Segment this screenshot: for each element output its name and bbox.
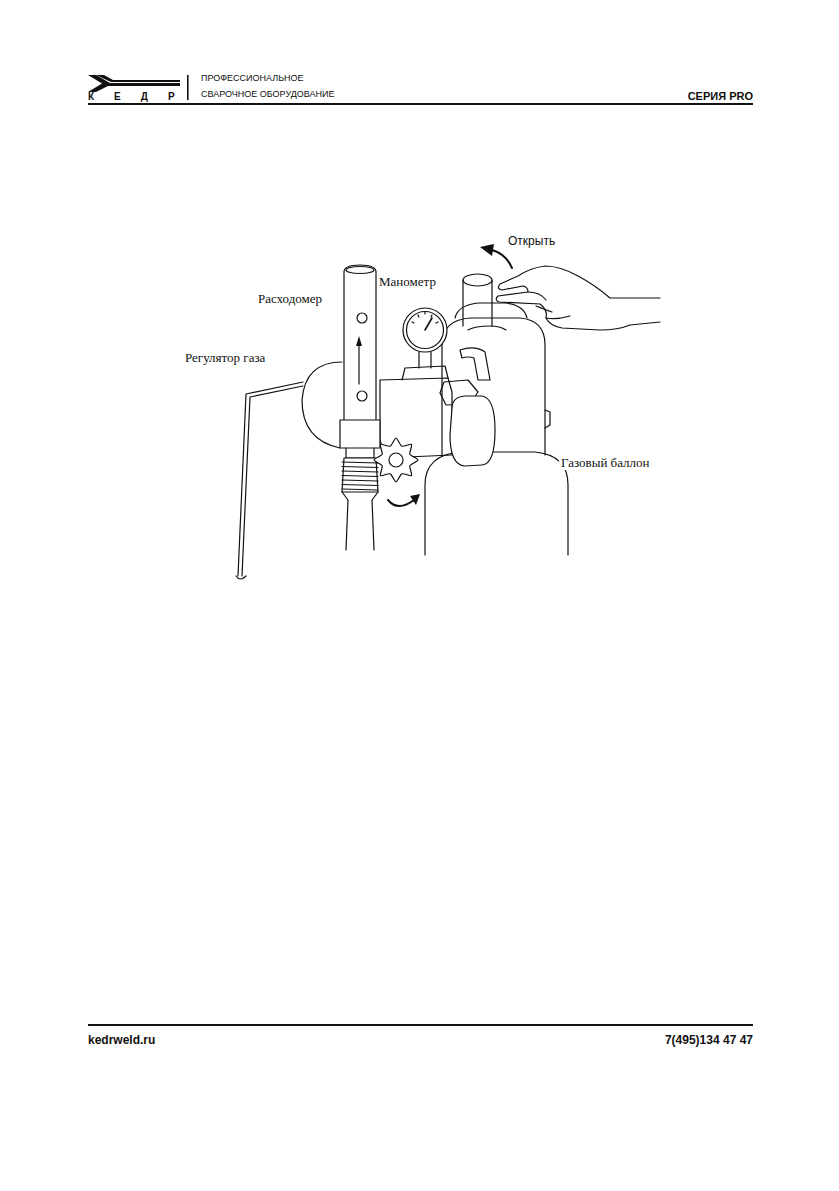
part-label: Манометр	[377, 275, 438, 289]
hand-detail	[528, 292, 570, 319]
logo-text: КЕДР	[88, 91, 195, 102]
open-arrow-head	[480, 244, 494, 256]
flowmeter	[340, 265, 380, 550]
bottle-valve	[463, 274, 492, 326]
turn-arrow	[388, 500, 414, 506]
footer-phone: 7(495)134 47 47	[665, 1034, 753, 1047]
regulator-yoke	[460, 348, 490, 380]
thread-line	[342, 467, 378, 468]
manometer	[403, 308, 447, 368]
gas-bottle	[425, 303, 568, 555]
part-label: Регулятор газа	[183, 351, 267, 365]
regulator-cap	[450, 396, 495, 466]
turn-arrow-head	[410, 494, 420, 505]
header-rule	[88, 103, 753, 105]
hose-threads	[342, 462, 378, 490]
logo-mark	[96, 75, 180, 82]
open-arrow	[492, 250, 512, 268]
outlet-tube-end	[236, 576, 246, 579]
series-label: СЕРИЯ PRO	[688, 90, 753, 102]
thread-line	[342, 471, 378, 472]
hand	[496, 266, 660, 330]
regulator-drum	[302, 362, 342, 448]
thread-line	[342, 476, 378, 477]
logo-mark	[88, 75, 180, 92]
thread-line	[342, 485, 378, 486]
adjust-knob-hub	[389, 453, 403, 467]
action-label: Открыть	[508, 235, 555, 248]
thread-line	[342, 489, 378, 490]
thread-line	[342, 462, 378, 463]
adjust-knob	[374, 438, 418, 482]
thread-line	[342, 480, 378, 481]
footer-rule	[88, 1024, 753, 1026]
header-text: СВАРОЧНОЕ ОБОРУДОВАНИЕ	[201, 90, 335, 100]
footer-url: kedrweld.ru	[88, 1034, 155, 1047]
part-label: Газовый баллон	[559, 456, 652, 470]
outlet-tube	[238, 382, 303, 576]
header-text: ПРОФЕССИОНАЛЬНОЕ	[201, 74, 304, 84]
part-label: Расходомер	[256, 292, 324, 306]
